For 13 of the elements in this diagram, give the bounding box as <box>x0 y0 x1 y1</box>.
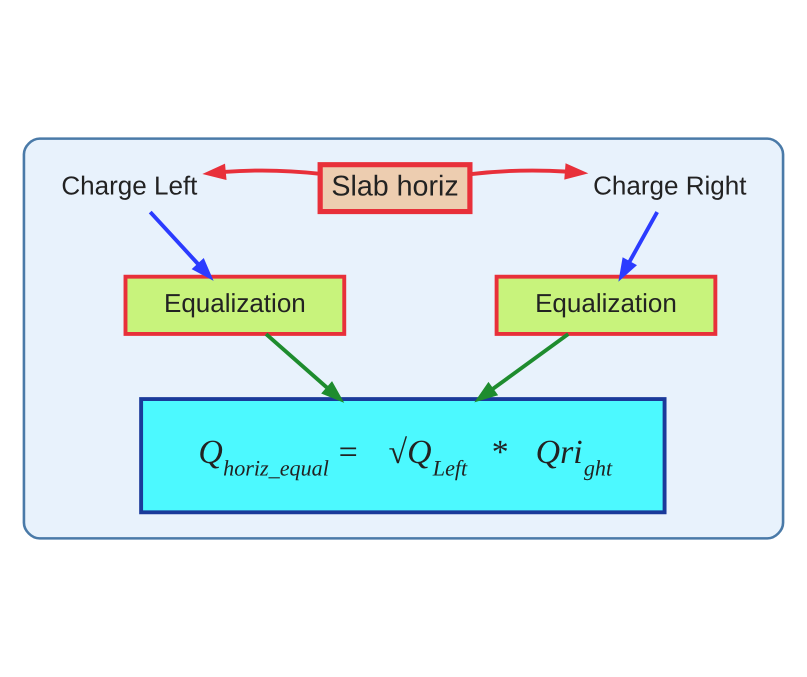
arrow <box>470 163 588 180</box>
node-box: Q$_{horiz_equal}$ = √Q$_{Left}$ * Qri$_{ght}$ <box>139 397 667 514</box>
arrow <box>148 210 214 281</box>
node-text: Charge Right <box>593 170 746 201</box>
arrow <box>264 332 344 403</box>
cluster <box>22 137 784 540</box>
node-text: Charge Left <box>61 170 198 201</box>
arrow <box>202 164 320 180</box>
node-box: Equalization <box>494 274 718 336</box>
node-box: Slab horiz <box>318 162 473 214</box>
node-box: Equalization <box>124 274 346 336</box>
arrow <box>618 211 659 282</box>
arrow <box>474 332 570 402</box>
